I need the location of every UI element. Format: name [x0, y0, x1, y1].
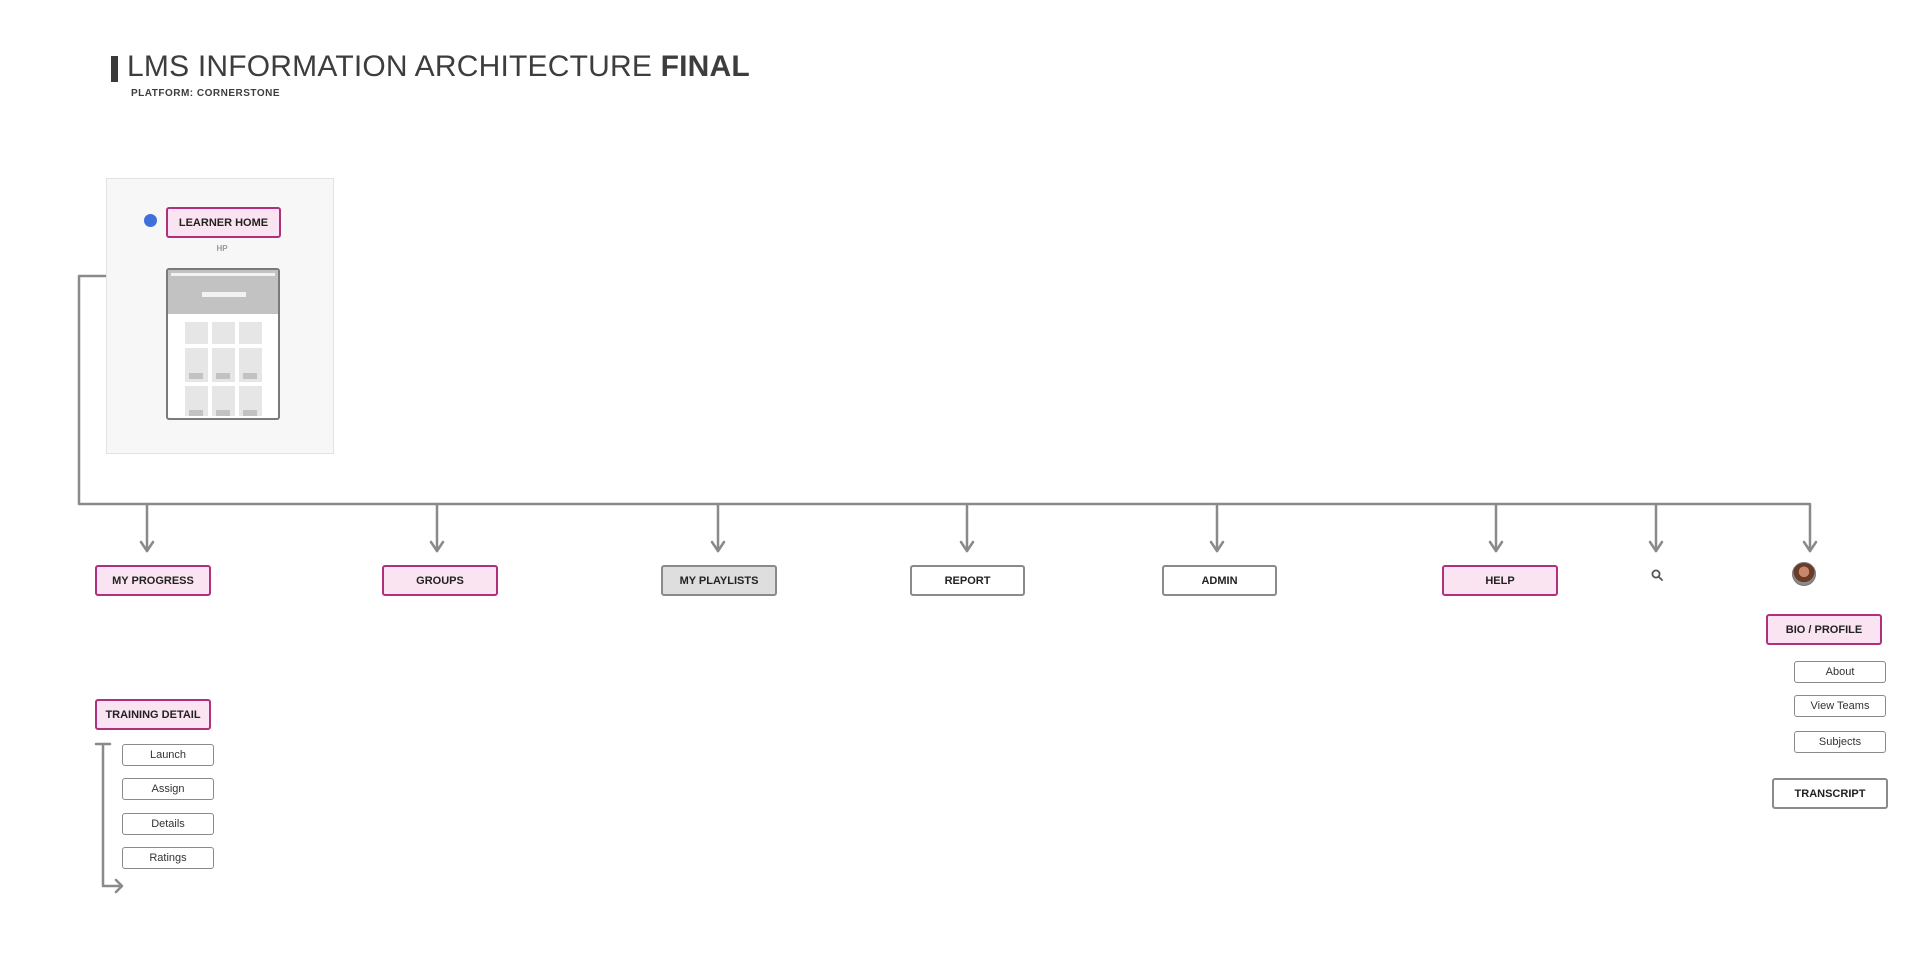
profile-item-label: About: [1825, 666, 1855, 678]
arrow-profile: [1802, 540, 1818, 553]
training-item-launch[interactable]: Launch: [122, 744, 214, 766]
user-avatar-icon[interactable]: [1792, 562, 1816, 586]
my-progress-label: MY PROGRESS: [112, 574, 194, 587]
training-item-assign[interactable]: Assign: [122, 778, 214, 800]
help-label: HELP: [1485, 574, 1515, 587]
arrow-my-progress: [139, 540, 155, 553]
title-bold: FINAL: [660, 50, 750, 83]
my-playlists-node[interactable]: MY PLAYLISTS: [661, 565, 777, 596]
arrow-my-playlists: [710, 540, 726, 553]
report-node[interactable]: REPORT: [910, 565, 1025, 596]
learner-home-label: LEARNER HOME: [178, 216, 269, 229]
groups-node[interactable]: GROUPS: [382, 565, 498, 596]
training-detail-label: TRAINING DETAIL: [105, 708, 201, 721]
profile-item-label: Subjects: [1818, 736, 1862, 748]
training-item-label: Assign: [151, 783, 185, 795]
training-item-label: Details: [151, 818, 185, 830]
training-detail-node[interactable]: TRAINING DETAIL: [95, 699, 211, 730]
bio-profile-node[interactable]: BIO / PROFILE: [1766, 614, 1882, 645]
profile-item-about[interactable]: About: [1794, 661, 1886, 683]
arrow-report: [959, 540, 975, 553]
training-item-label: Ratings: [149, 852, 187, 864]
learner-home-node[interactable]: LEARNER HOME: [166, 207, 281, 238]
profile-item-view-teams[interactable]: View Teams: [1794, 695, 1886, 717]
transcript-label: TRANSCRIPT: [1794, 787, 1866, 800]
title-accent-bar: [111, 56, 118, 82]
status-dot: [144, 214, 157, 227]
training-bracket: [94, 742, 123, 888]
page-title: LMS INFORMATION ARCHITECTURE FINAL: [127, 50, 750, 84]
training-item-details[interactable]: Details: [122, 813, 214, 835]
arrow-help: [1488, 540, 1504, 553]
main-connector: [77, 274, 1812, 553]
page-subtitle: PLATFORM: CORNERSTONE: [131, 88, 281, 99]
transcript-node[interactable]: TRANSCRIPT: [1772, 778, 1888, 809]
admin-label: ADMIN: [1201, 574, 1238, 587]
title-main: LMS INFORMATION ARCHITECTURE: [127, 50, 653, 83]
training-item-label: Launch: [149, 749, 187, 761]
arrow-admin: [1209, 540, 1225, 553]
profile-item-subjects[interactable]: Subjects: [1794, 731, 1886, 753]
my-progress-node[interactable]: MY PROGRESS: [95, 565, 211, 596]
admin-node[interactable]: ADMIN: [1162, 565, 1277, 596]
training-item-ratings[interactable]: Ratings: [122, 847, 214, 869]
search-icon[interactable]: [1651, 569, 1663, 581]
page-code: HP: [216, 244, 228, 253]
arrow-search: [1648, 540, 1664, 553]
groups-label: GROUPS: [416, 574, 464, 587]
page-thumbnail: [166, 268, 280, 420]
my-playlists-label: MY PLAYLISTS: [679, 574, 759, 587]
report-label: REPORT: [944, 574, 991, 587]
arrow-groups: [429, 540, 445, 553]
bio-profile-label: BIO / PROFILE: [1785, 623, 1863, 636]
wireframe-thumbnail: [168, 270, 278, 416]
profile-item-label: View Teams: [1810, 700, 1870, 712]
help-node[interactable]: HELP: [1442, 565, 1558, 596]
